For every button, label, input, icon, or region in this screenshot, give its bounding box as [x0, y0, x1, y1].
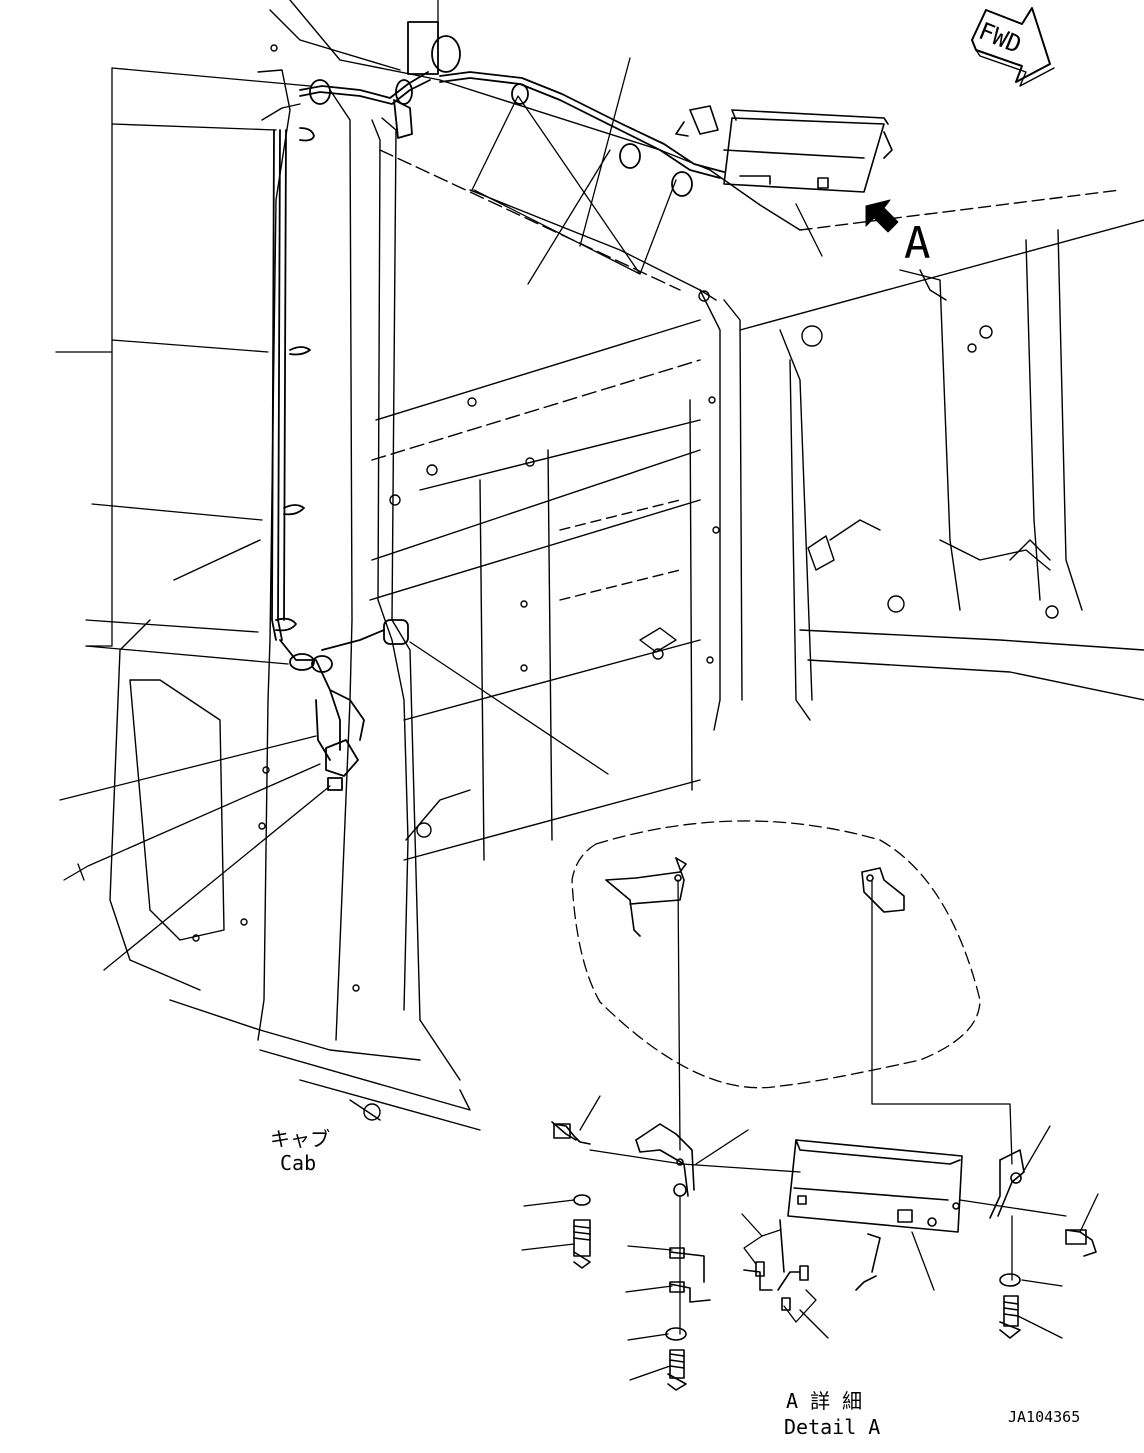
detail-leader-lines	[521, 879, 1099, 1381]
mount-brackets	[605, 857, 905, 937]
detail-a-label-en: Detail A	[784, 1415, 880, 1439]
view-a-label: A	[904, 218, 931, 269]
drawing-number: JA104365	[1008, 1408, 1080, 1426]
wire-harness	[271, 21, 725, 791]
cab-structure	[109, 0, 1144, 1131]
view-a-arrow-icon	[865, 199, 899, 233]
radio-unit	[675, 105, 893, 193]
cab-label-en: Cab	[280, 1151, 316, 1175]
detail-a-parts	[551, 1121, 1097, 1391]
detail-a-label-jp: A 詳 細	[786, 1389, 862, 1413]
cab-label-jp: キャブ	[270, 1127, 330, 1151]
leader-lines	[55, 0, 823, 971]
fwd-arrow-icon: FWD	[971, 7, 1055, 87]
detail-a-boundary	[571, 820, 981, 1089]
